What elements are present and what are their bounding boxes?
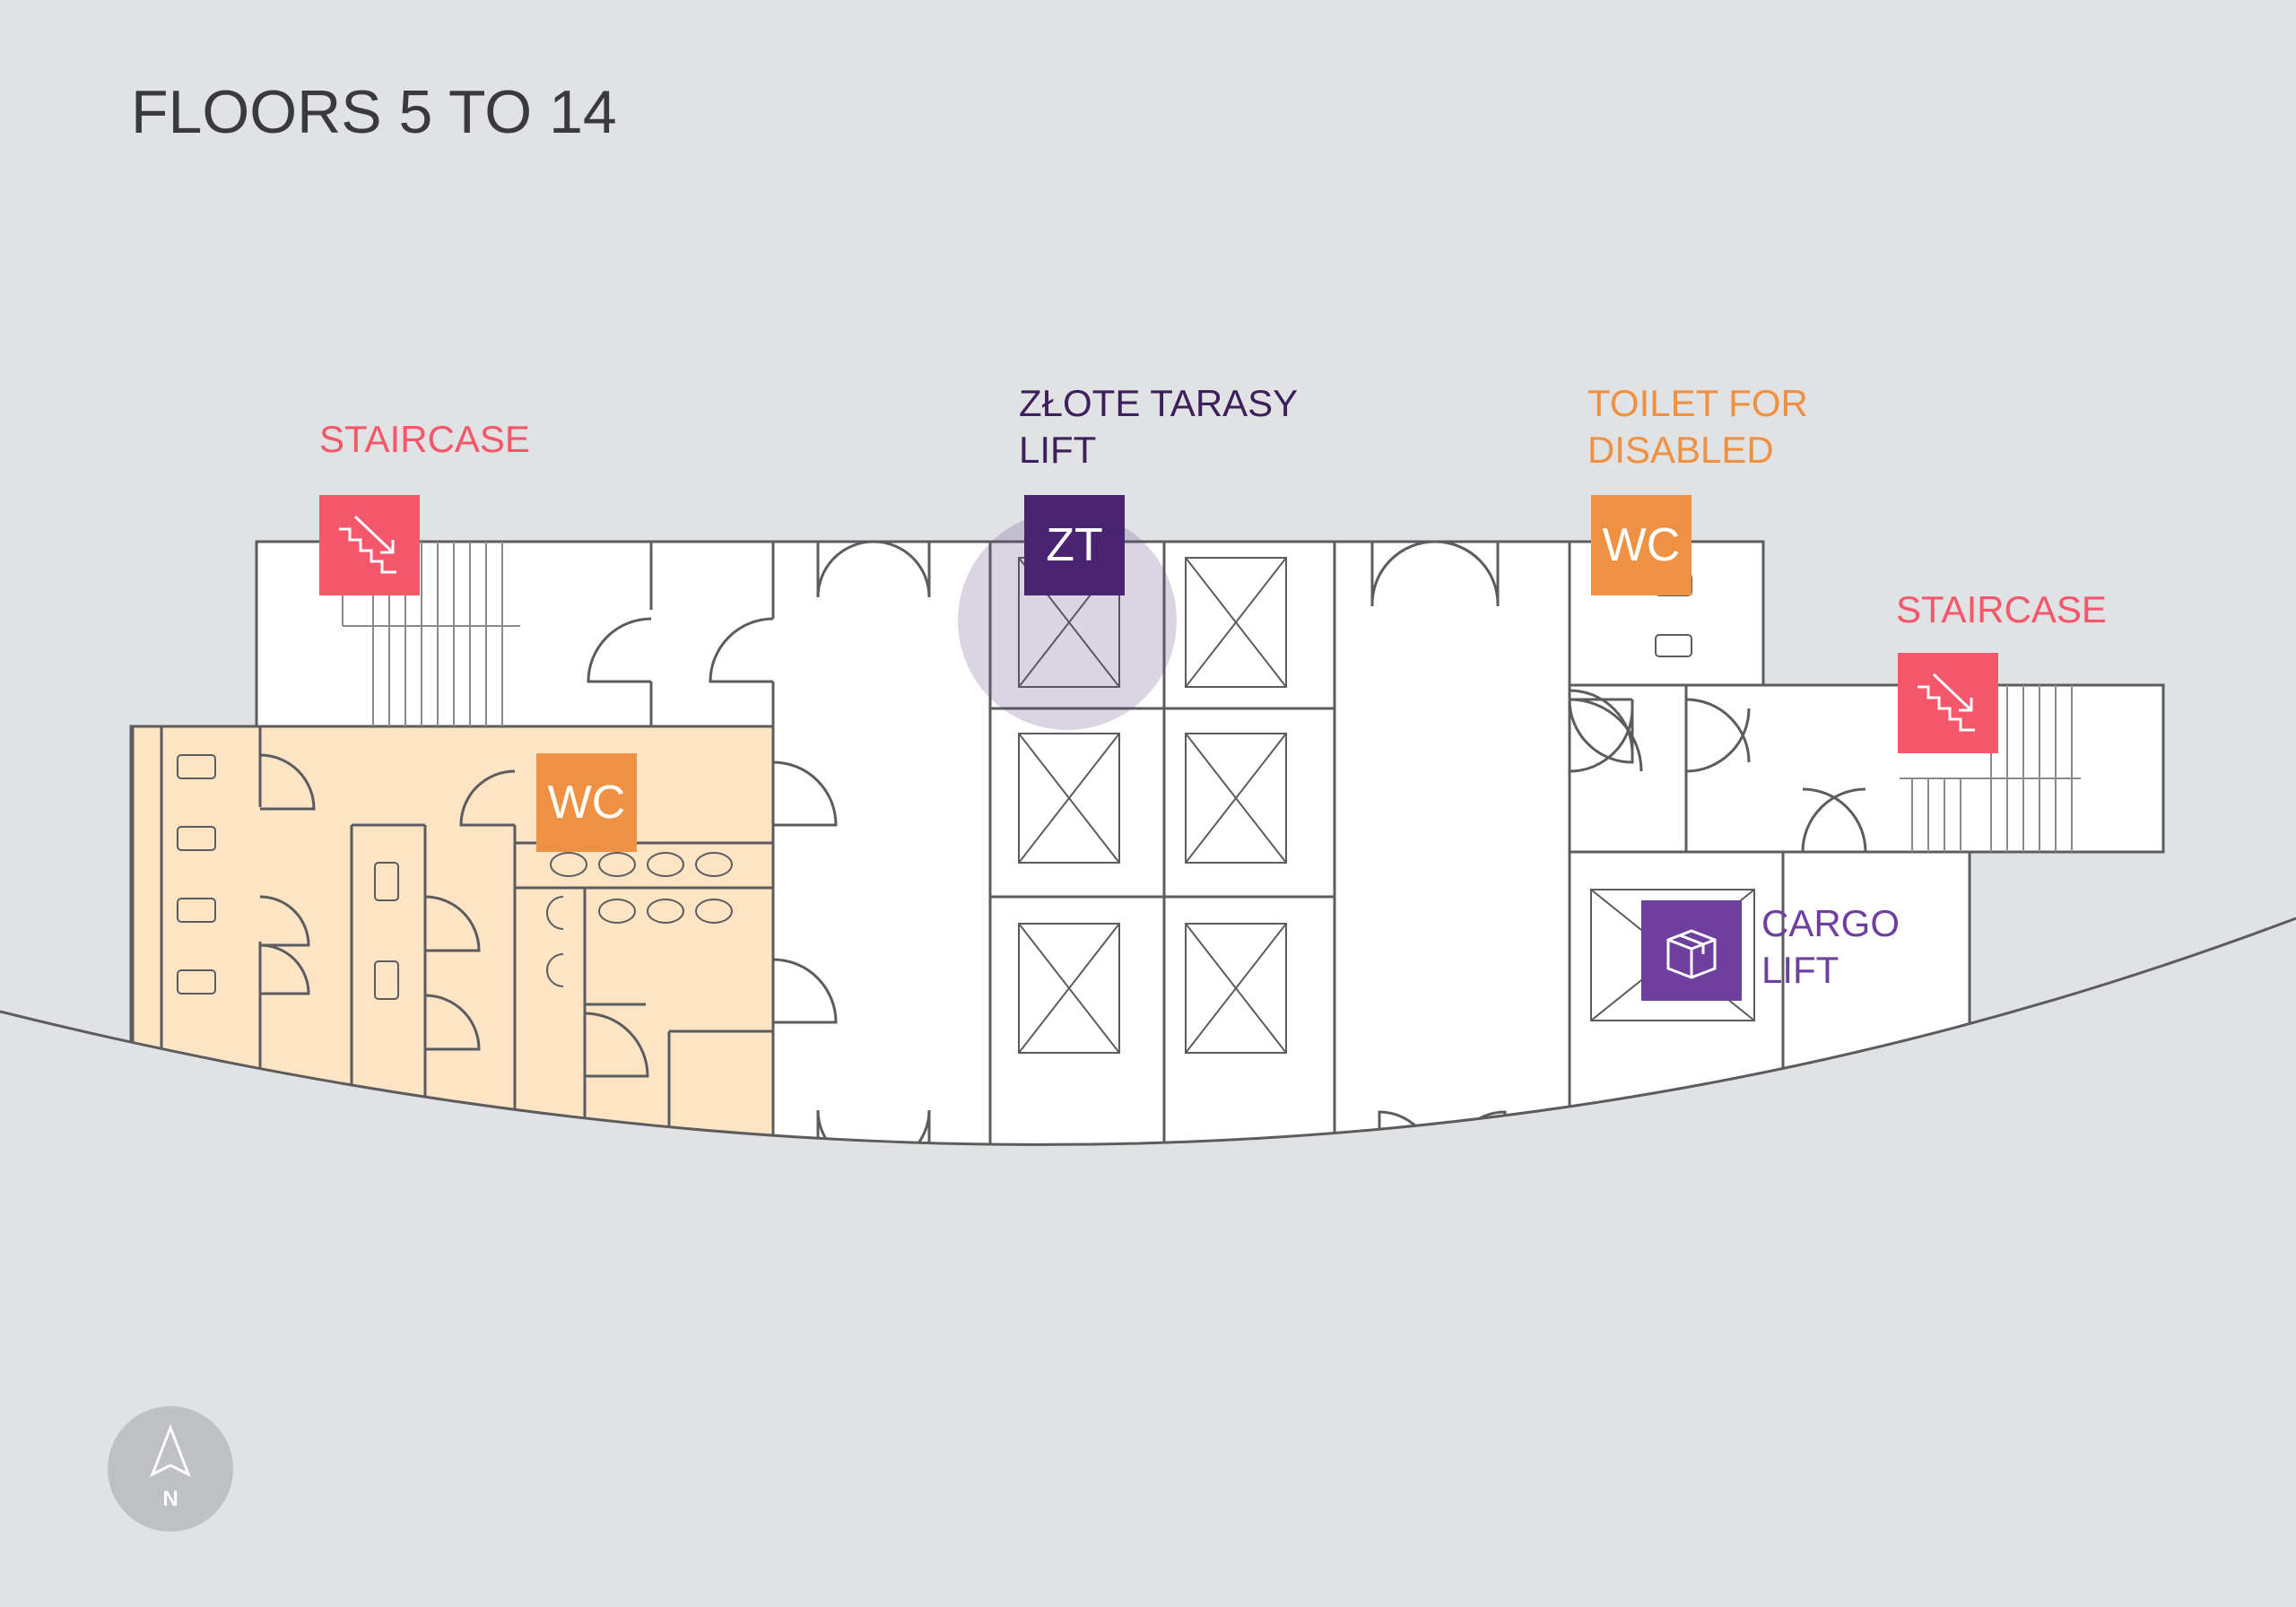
cargo-lift-label-line1: CARGO [1761, 902, 1900, 944]
disabled-toilet-label-line1: TOILET FOR [1587, 382, 1808, 424]
building-outline [129, 511, 2165, 1145]
street-curve [0, 916, 2296, 1146]
staircase-right-marker[interactable] [1898, 653, 1998, 753]
zt-lift-badge[interactable]: ZT [1024, 495, 1125, 595]
north-arrow-icon [150, 1423, 191, 1478]
package-box-icon [1666, 929, 1717, 979]
page-title: FLOORS 5 TO 14 [131, 78, 617, 146]
compass-letter: N [162, 1487, 178, 1511]
zt-lift-label-line2: LIFT [1019, 429, 1097, 471]
wc-disabled-badge[interactable]: WC [1591, 495, 1692, 595]
wc-main-badge[interactable]: WC [536, 753, 637, 852]
staircase-left-marker[interactable] [319, 495, 420, 595]
cargo-lift-label-line2: LIFT [1761, 949, 1839, 991]
stairs-down-icon [1918, 673, 1975, 732]
cargo-lift-marker[interactable] [1641, 900, 1742, 1001]
stairs-down-icon [339, 515, 396, 574]
staircase-right-label: STAIRCASE [1896, 588, 2107, 630]
staircase-left-label: STAIRCASE [319, 418, 530, 460]
compass: N [108, 1406, 233, 1532]
disabled-toilet-label-line2: DISABLED [1587, 429, 1774, 471]
zt-lift-label-line1: ZŁOTE TARASY [1019, 382, 1299, 424]
toilet-fixtures [177, 573, 1692, 1000]
